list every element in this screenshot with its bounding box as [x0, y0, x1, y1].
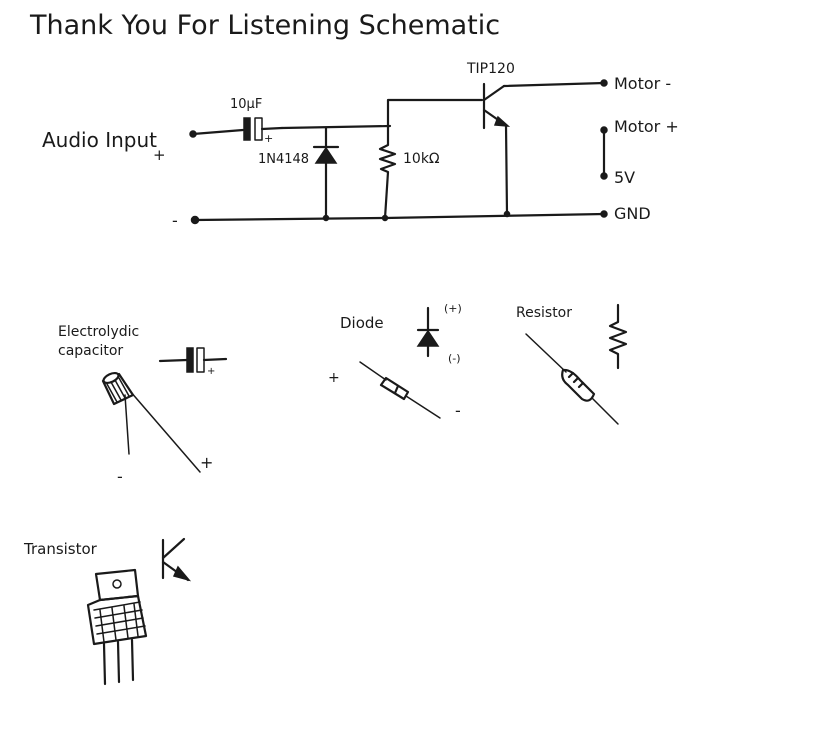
capacitor-lead-minus: - — [117, 467, 123, 486]
resistor-value: 10kΩ — [403, 151, 440, 167]
ground-minus-label: - — [172, 211, 178, 230]
capacitor-legend-title-line1: Electrolydic — [58, 324, 139, 340]
input-wire — [191, 128, 245, 136]
motor-minus-terminal — [600, 79, 608, 87]
diode-lead-plus: + — [328, 370, 340, 386]
legend-capacitor: Electrolydic capacitor + - + — [58, 324, 228, 486]
ground-label: GND — [614, 204, 651, 223]
audio-input-plus: + — [153, 146, 166, 164]
capacitor-symbol-plus: + — [207, 366, 215, 377]
diode-lead-minus: - — [455, 401, 461, 420]
diode-part: 1N4148 — [258, 152, 309, 167]
diode-drawing — [359, 361, 441, 419]
five-volt-terminal — [600, 172, 608, 180]
series-capacitor — [243, 117, 284, 141]
base-wire — [386, 98, 484, 128]
legend-transistor: Transistor — [23, 537, 192, 686]
transistor-part: TIP120 — [466, 61, 515, 77]
five-volt-label: 5V — [614, 168, 635, 187]
capacitor-lead-plus: + — [200, 453, 213, 472]
capacitor-value: 10μF — [230, 97, 262, 112]
sheet-title: Thank You For Listening Schematic — [29, 10, 500, 41]
ground-rail — [193, 212, 606, 222]
shunt-diode — [312, 126, 340, 220]
base-resistor — [378, 124, 397, 220]
legend-resistor: Resistor — [516, 303, 628, 425]
diode-legend-title: Diode — [340, 314, 384, 332]
resistor-drawing — [525, 333, 619, 425]
transistor-legend-title: Transistor — [23, 540, 98, 558]
motor-minus-label: Motor - — [614, 74, 671, 93]
capacitor-drawing — [101, 371, 201, 473]
diode-anode-mark: (+) — [444, 302, 462, 315]
tip120-transistor — [482, 81, 606, 216]
capacitor-plus: + — [264, 132, 273, 145]
capacitor-legend-title-line2: capacitor — [58, 343, 123, 359]
top-wire — [280, 124, 392, 130]
transistor-drawing — [86, 568, 148, 686]
circuit: Audio Input + 10μF + 1N4148 10kΩ — [42, 61, 679, 230]
resistor-legend-title: Resistor — [516, 305, 572, 321]
ground-terminal — [600, 210, 608, 218]
diode-cathode-mark: (-) — [448, 352, 461, 365]
audio-input-label: Audio Input — [42, 128, 157, 152]
motor-plus-label: Motor + — [614, 117, 679, 136]
legend-diode: Diode (+) (-) + - — [328, 302, 462, 420]
